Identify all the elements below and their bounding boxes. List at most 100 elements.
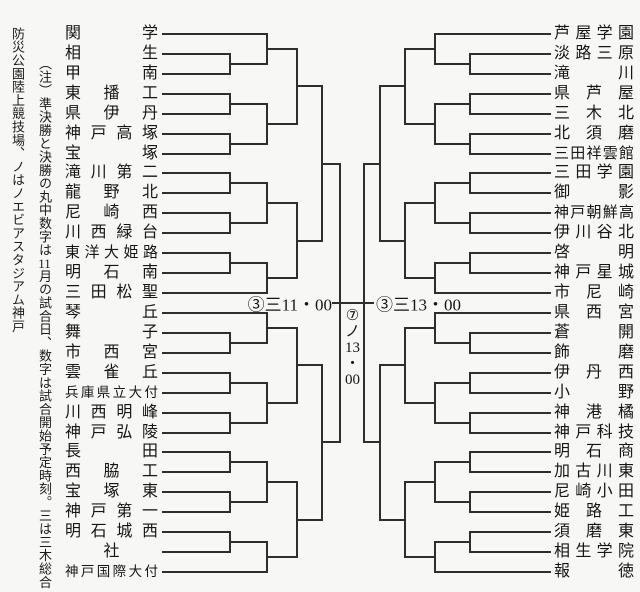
bracket-line xyxy=(228,381,268,384)
team-name: 県芦屋 xyxy=(554,84,634,102)
bracket-line xyxy=(434,262,471,265)
team-name: 市尼崎 xyxy=(554,284,634,302)
bracket-line xyxy=(434,102,471,105)
bracket-line xyxy=(162,431,231,434)
team-name: 川西緑台 xyxy=(65,224,158,242)
bracket-line xyxy=(469,391,551,394)
bracket-line xyxy=(379,85,406,88)
bracket-line xyxy=(228,182,268,185)
bracket-line xyxy=(404,122,436,125)
team-name: 御影 xyxy=(554,184,634,202)
bracket-line xyxy=(266,122,298,125)
bracket-line xyxy=(469,192,551,195)
team-name: 芦屋学園 xyxy=(554,25,634,42)
bracket-line xyxy=(434,541,471,544)
bracket-line xyxy=(469,92,551,95)
bracket-line xyxy=(469,72,551,75)
bracket-line xyxy=(228,541,268,544)
bracket-line xyxy=(469,212,551,215)
note-text-segment: 11 xyxy=(38,256,51,270)
bracket-line xyxy=(162,192,231,195)
bracket-line xyxy=(162,391,231,394)
bracket-line xyxy=(469,252,551,255)
team-name: 明石商 xyxy=(554,443,634,461)
team-name: 琴丘 xyxy=(65,303,158,321)
team-name: 東播工 xyxy=(65,84,158,102)
bracket-line xyxy=(266,401,298,404)
note-column-venue: 防災公園陸上競技場、ノはノエビアスタジアム神戸 xyxy=(4,27,30,333)
bracket-line xyxy=(434,571,551,573)
bracket-line xyxy=(162,212,231,215)
team-name: 相生学院 xyxy=(554,543,634,561)
team-name: 県伊丹 xyxy=(65,104,158,122)
bracket-line xyxy=(469,52,551,55)
bracket-line xyxy=(379,364,406,367)
team-name: 神戸弘陵 xyxy=(65,423,158,441)
bracket-line xyxy=(266,202,298,205)
bracket-line xyxy=(162,152,231,155)
bracket-line xyxy=(162,551,231,554)
bracket-line xyxy=(266,326,298,329)
team-name: 龍野北 xyxy=(65,184,158,202)
final-label-part: ⑦ xyxy=(345,308,360,324)
bracket-line xyxy=(162,491,231,494)
note-text-segment: 月の試合日、数字は試合開始予定時刻。三は三木総合 xyxy=(37,269,52,589)
bracket-line xyxy=(162,132,231,135)
bracket-line xyxy=(469,411,551,414)
bracket-line xyxy=(266,481,298,484)
team-name: 川西明峰 xyxy=(65,403,158,421)
bracket-line xyxy=(228,102,268,105)
bracket-line xyxy=(162,331,231,334)
team-name: 神戸第一 xyxy=(65,503,158,521)
bracket-line xyxy=(469,471,551,474)
bracket-line xyxy=(162,411,231,414)
bracket-line xyxy=(434,421,471,424)
bracket-line xyxy=(434,292,551,295)
bracket-line xyxy=(228,62,268,65)
team-name: 宝塚 xyxy=(65,144,158,162)
team-name: 飾磨 xyxy=(554,343,634,361)
team-name: 神戸高塚 xyxy=(65,124,158,142)
bracket-line xyxy=(162,72,231,75)
bracket-line xyxy=(266,556,298,559)
team-name: 社 xyxy=(103,543,120,561)
bracket-line xyxy=(469,371,551,374)
bracket-line xyxy=(404,401,436,404)
bracket-line xyxy=(162,371,231,374)
team-name: 神戸科技 xyxy=(554,423,634,441)
team-name: 淡路三原 xyxy=(554,44,634,62)
bracket-line xyxy=(266,277,298,280)
team-name: 伊川谷北 xyxy=(554,224,634,242)
bracket-line xyxy=(434,381,471,384)
bracket-line xyxy=(379,239,406,242)
team-name: 報徳 xyxy=(554,563,634,580)
final-label-part: 13 xyxy=(345,340,360,356)
bracket-line xyxy=(162,172,231,175)
bracket-line xyxy=(404,556,436,559)
bracket-line xyxy=(228,262,268,265)
note-text-segment: 防災公園陸上競技場、ノはノエビアスタジアム神戸 xyxy=(10,27,25,333)
semifinal-right-label: ③三13・00 xyxy=(376,295,461,315)
team-name: 西脇工 xyxy=(65,463,158,481)
bracket-line xyxy=(469,431,551,434)
team-name: 蒼開 xyxy=(554,323,634,341)
team-name: 長田 xyxy=(65,443,158,461)
bracket-line xyxy=(162,451,231,454)
bracket-line xyxy=(469,531,551,534)
bracket-line xyxy=(404,47,436,50)
bracket-line xyxy=(434,341,471,344)
team-name: 甲南 xyxy=(65,64,158,82)
semifinal-left-label: ③三11・00 xyxy=(247,295,332,315)
bracket-line xyxy=(332,302,374,304)
bracket-line xyxy=(162,272,231,275)
bracket-line xyxy=(321,162,341,165)
team-name: 三田松聖 xyxy=(65,284,158,302)
team-name: 雲雀丘 xyxy=(65,363,158,381)
team-name: 三田学園 xyxy=(554,164,634,182)
bracket-line xyxy=(469,551,551,554)
team-name: 滝川 xyxy=(554,64,634,82)
bracket-line xyxy=(363,162,381,165)
team-name: 啓明 xyxy=(554,244,634,262)
bracket-line xyxy=(162,33,268,35)
